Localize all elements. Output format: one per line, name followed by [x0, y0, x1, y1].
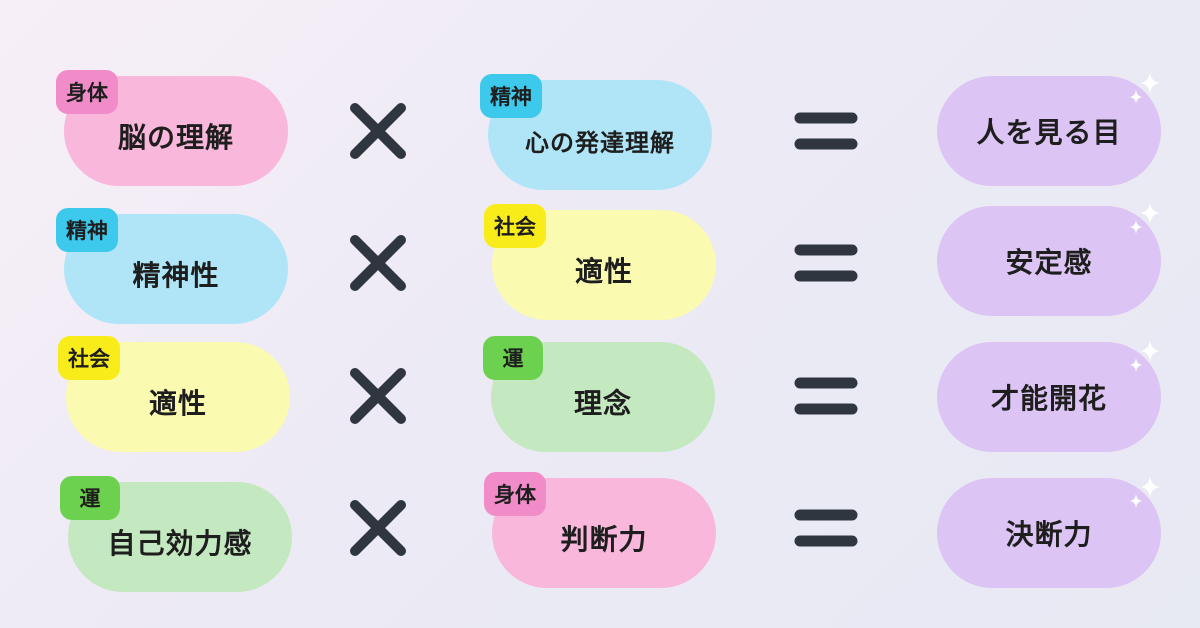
- row3-right-pill: 運 理念: [483, 336, 715, 452]
- row3-right-tag: 運: [483, 336, 543, 380]
- row1-left-tag: 身体: [56, 70, 118, 114]
- equals-icon: [794, 509, 858, 547]
- row2-result-pill: 安定感: [937, 206, 1161, 316]
- equals-icon: [794, 244, 858, 282]
- row4-left-tag: 運: [60, 476, 120, 520]
- equals-icon: [794, 112, 858, 150]
- row1-right-label: 心の発達理解: [525, 128, 675, 157]
- row3-left-pill: 社会 適性: [58, 336, 290, 452]
- sparkle-icon: [1130, 476, 1160, 508]
- row1-left-label: 脳の理解: [117, 121, 234, 154]
- row3-result-pill: 才能開花: [937, 342, 1161, 452]
- row4-left-label: 自己効力感: [107, 527, 253, 560]
- row3-left-tag: 社会: [58, 336, 120, 380]
- row2-left-pill: 精神 精神性: [56, 208, 288, 324]
- row2-result-label: 安定感: [1005, 246, 1093, 279]
- row1-right-pill: 精神 心の発達理解: [480, 74, 712, 190]
- row2-left-tag: 精神: [56, 208, 118, 252]
- sparkle-icon: [1130, 72, 1160, 104]
- row4-result-label: 決断力: [1005, 518, 1093, 551]
- row3-right-label: 理念: [573, 387, 632, 420]
- row3-result-label: 才能開花: [990, 382, 1107, 415]
- row1-right-tag: 精神: [480, 74, 542, 118]
- row2-right-pill: 社会 適性: [484, 204, 716, 320]
- row1-result-label: 人を見る目: [976, 116, 1122, 149]
- sparkle-icon: [1130, 202, 1160, 234]
- row2-right-label: 適性: [574, 255, 633, 288]
- equals-icon: [794, 377, 858, 415]
- row2-right-tag: 社会: [484, 204, 546, 248]
- row1-left-pill: 身体 脳の理解: [56, 70, 288, 186]
- times-icon: [350, 368, 406, 424]
- row4-right-tag: 身体: [484, 472, 546, 516]
- row2-left-label: 精神性: [132, 259, 220, 292]
- row4-left-pill: 運 自己効力感: [60, 476, 292, 592]
- sparkle-icon: [1130, 340, 1160, 372]
- times-icon: [350, 103, 406, 159]
- times-icon: [350, 235, 406, 291]
- row4-result-pill: 決断力: [937, 478, 1161, 588]
- row4-right-pill: 身体 判断力: [484, 472, 716, 588]
- row3-left-label: 適性: [148, 387, 207, 420]
- row1-result-pill: 人を見る目: [937, 76, 1161, 186]
- times-icon: [350, 500, 406, 556]
- row4-right-label: 判断力: [560, 523, 648, 556]
